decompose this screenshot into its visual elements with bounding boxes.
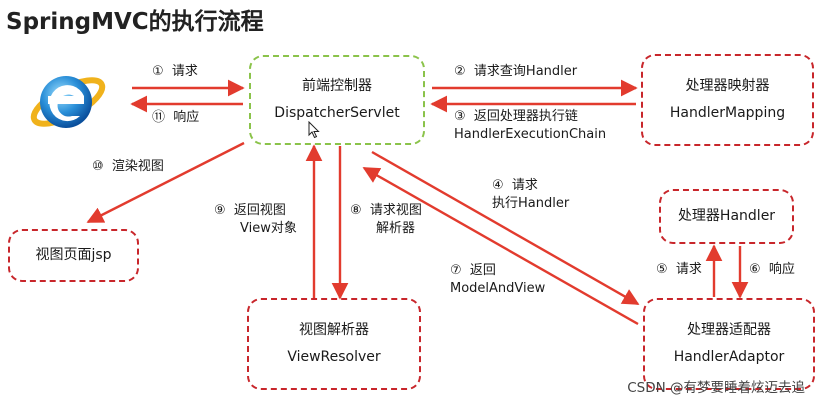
edge-2-num: ② bbox=[454, 64, 466, 79]
edge-label-1: ① 请求 bbox=[152, 63, 198, 81]
mapping-title: 处理器映射器 bbox=[685, 78, 770, 95]
edge-3-num: ③ bbox=[454, 109, 466, 124]
edge-11-text: 响应 bbox=[173, 110, 200, 125]
node-handler-adaptor: 处理器适配器 HandlerAdaptor bbox=[643, 298, 815, 390]
edge-7-text: 返回 bbox=[469, 263, 496, 278]
edge-label-10: ⑩ 渲染视图 bbox=[92, 158, 164, 176]
dispatcher-title: 前端控制器 bbox=[302, 78, 372, 95]
edge-label-8: ⑧ 请求视图 解析器 bbox=[350, 202, 422, 237]
edge-8-text: 请求视图 bbox=[369, 203, 422, 218]
edge-3-text2: HandlerExecutionChain bbox=[454, 126, 607, 142]
edge-7-num: ⑦ bbox=[450, 263, 462, 278]
edge-label-7: ⑦ 返回 ModelAndView bbox=[450, 262, 545, 297]
dispatcher-class: DispatcherServlet bbox=[274, 105, 400, 121]
node-view-page: 视图页面jsp bbox=[8, 229, 139, 282]
edge-1-num: ① bbox=[152, 64, 164, 79]
mapping-class: HandlerMapping bbox=[669, 105, 786, 121]
resolver-title: 视图解析器 bbox=[299, 322, 369, 339]
edge-4-text2: 执行Handler bbox=[492, 195, 570, 211]
edge-7-text2: ModelAndView bbox=[450, 280, 546, 296]
edge-10-num: ⑩ bbox=[92, 159, 104, 174]
edge-8-text2: 解析器 bbox=[376, 220, 416, 236]
edge-8-num: ⑧ bbox=[350, 203, 362, 218]
edge-4-num: ④ bbox=[492, 178, 504, 193]
edge-label-3: ③ 返回处理器执行链 HandlerExecutionChain bbox=[454, 108, 606, 143]
edge-5-num: ⑤ bbox=[656, 262, 668, 277]
handler-title: 处理器Handler bbox=[677, 208, 776, 225]
edge-label-2: ② 请求查询Handler bbox=[454, 63, 577, 81]
edge-6-text: 响应 bbox=[768, 262, 795, 277]
edge-6-num: ⑥ bbox=[749, 262, 761, 277]
arrow-10-render-view bbox=[86, 141, 245, 224]
mouse-pointer-icon bbox=[308, 121, 320, 139]
arrow-7-return-mav bbox=[362, 166, 639, 326]
edge-label-11: ⑪ 响应 bbox=[152, 109, 199, 127]
arrow-4-execute-handler bbox=[371, 150, 640, 306]
node-handler-mapping: 处理器映射器 HandlerMapping bbox=[641, 54, 814, 146]
resolver-class: ViewResolver bbox=[287, 349, 381, 365]
view-page-title: 视图页面jsp bbox=[35, 247, 112, 264]
edge-9-text: 返回视图 bbox=[233, 203, 286, 218]
edge-4-text: 请求 bbox=[511, 178, 538, 193]
edge-11-num: ⑪ bbox=[152, 110, 166, 125]
internet-explorer-logo-icon bbox=[30, 76, 106, 128]
edge-9-num: ⑨ bbox=[214, 203, 226, 218]
edge-1-text: 请求 bbox=[171, 64, 198, 79]
node-handler: 处理器Handler bbox=[659, 189, 794, 244]
edge-label-9: ⑨ 返回视图 View对象 bbox=[214, 202, 297, 237]
adaptor-class: HandlerAdaptor bbox=[673, 349, 785, 365]
edge-5-text: 请求 bbox=[675, 262, 702, 277]
edge-label-4: ④ 请求 执行Handler bbox=[492, 177, 569, 212]
edge-9-text2: View对象 bbox=[240, 220, 297, 236]
watermark: CSDN @有梦要睡着炫迈去追 bbox=[627, 380, 805, 396]
edge-10-text: 渲染视图 bbox=[111, 159, 164, 174]
node-dispatcher-servlet: 前端控制器 DispatcherServlet bbox=[249, 55, 425, 145]
page-title: SpringMVC的执行流程 bbox=[6, 9, 264, 35]
edge-2-text: 请求查询Handler bbox=[473, 64, 578, 79]
edge-label-5: ⑤ 请求 bbox=[656, 261, 702, 279]
edge-label-6: ⑥ 响应 bbox=[749, 261, 795, 279]
edge-3-text: 返回处理器执行链 bbox=[473, 109, 578, 124]
node-view-resolver: 视图解析器 ViewResolver bbox=[247, 298, 421, 390]
adaptor-title: 处理器适配器 bbox=[687, 322, 771, 339]
